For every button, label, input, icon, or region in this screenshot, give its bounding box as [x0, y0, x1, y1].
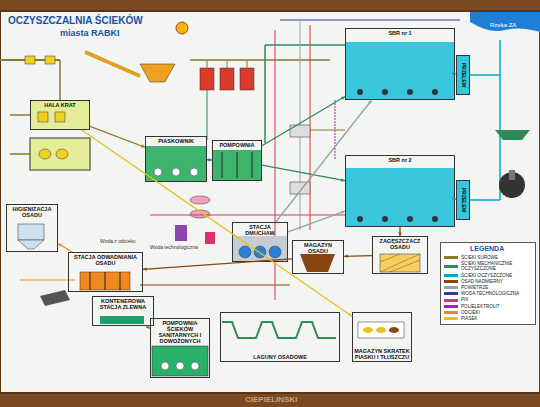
pipe-connector — [82, 130, 352, 316]
pipe-connector — [276, 100, 372, 222]
pipe-line — [288, 211, 345, 232]
node-label: MAGAZYN OSADU — [293, 241, 343, 255]
legend-swatch — [444, 286, 458, 289]
legend-swatch — [444, 292, 458, 295]
node-label: ZAGĘSZCZACZ OSADU — [373, 237, 427, 251]
legend-text: OSAD NADMIERNY — [461, 279, 503, 284]
sbr-reactor: SBR nr 1 — [345, 28, 455, 100]
legend-swatch — [444, 256, 458, 259]
arrow-head — [58, 244, 62, 247]
node-label: MAGAZYN SKRATEK PIASKU I TŁUSZCZU — [353, 347, 411, 361]
overflow-box: PRZELEW — [456, 55, 470, 95]
pipe-connector — [398, 227, 401, 236]
legend-swatch — [444, 265, 458, 268]
legend-swatch — [444, 317, 458, 320]
sludge-lagoons: LAGUNY OSADOWE — [220, 312, 340, 362]
sludge-thickener: ZAGĘSZCZACZ OSADU — [372, 236, 428, 274]
node-label: POMPOWNIA — [218, 141, 255, 149]
grit-chamber: PIASKOWNIK — [145, 136, 207, 182]
pipe-line — [82, 130, 352, 316]
overflow-box: PRZELEW — [456, 180, 470, 220]
legend-swatch — [444, 305, 458, 308]
subtitle: miasta RABKI — [60, 28, 120, 38]
dewatering-station: STACJA ODWADNIANIA OSADU — [68, 252, 143, 292]
legend-text: POWIETRZE — [461, 285, 488, 290]
container-station: KONTENEROWA STACJA ZLEWNA — [92, 296, 154, 326]
pipe-line — [90, 126, 145, 147]
legend-row: OSAD NADMIERNY — [444, 279, 532, 284]
pipe-connector — [143, 259, 292, 271]
node-label: POMPOWNIA ŚCIEKÓW SANITARNYCH I DOWOŻONY… — [151, 319, 209, 345]
legend-swatch — [444, 280, 458, 283]
legend-text: PIX — [461, 297, 468, 302]
blower-station: STACJA DMUCHAW — [232, 222, 288, 262]
legend-row: POWIETRZE — [444, 285, 532, 290]
pipe-line — [262, 97, 345, 146]
legend-title: LEGENDA — [470, 245, 504, 253]
node-label: LAGUNY OSADOWE — [252, 353, 308, 361]
pipe-line — [344, 255, 372, 257]
legend-row: ODCIEKI — [444, 310, 532, 315]
legend-row: PIX — [444, 297, 532, 302]
node-label: PRZELEW — [461, 63, 466, 87]
screen-hall: HALA KRAT — [30, 100, 90, 130]
legend-text: ŚCIEKI MECHANICZNIE OCZYSZCZONE — [461, 261, 532, 271]
pipe-connector — [58, 244, 72, 252]
pipe-line — [143, 259, 292, 270]
screenings-store: MAGAZYN SKRATEK PIASKU I TŁUSZCZU — [352, 312, 412, 362]
sbr-reactor: SBR nr 2 — [345, 155, 455, 227]
node-label: KONTENEROWA STACJA ZLEWNA — [93, 297, 153, 311]
legend-text: PIASEK — [461, 316, 478, 321]
sludge-store: MAGAZYN OSADU — [292, 240, 344, 274]
pump-station: POMPOWNIA — [212, 140, 262, 181]
arrow-head — [344, 255, 348, 258]
pipe-line — [276, 100, 372, 222]
legend-text: ŚCIEKI SUROWE — [461, 255, 498, 260]
legend-row: PIASEK — [444, 316, 532, 321]
legend-text: ŚCIEKI OCZYSZCZONE — [461, 273, 512, 278]
node-label: HALA KRAT — [43, 101, 76, 109]
pipe-line — [262, 165, 345, 181]
node-label: STACJA DMUCHAW — [233, 223, 287, 237]
pipe-connector — [90, 126, 145, 147]
legend-row: POLIELEKTROLIT — [444, 304, 532, 309]
node-label: PRZELEW — [461, 188, 466, 212]
river-name: Rzeka ZA — [490, 22, 516, 29]
sanitary-pump-station: POMPOWNIA ŚCIEKÓW SANITARNYCH I DOWOŻONY… — [150, 318, 210, 378]
legend-swatch — [444, 299, 458, 302]
legend-box: ŚCIEKI SUROWEŚCIEKI MECHANICZNIE OCZYSZC… — [440, 242, 536, 325]
watermark: CIEPIELINSKI — [245, 395, 297, 404]
arrow-head — [368, 100, 372, 104]
pipe-connector — [262, 165, 345, 182]
pipe-connector — [288, 211, 345, 232]
node-label: SBR nr 1 — [387, 29, 412, 37]
legend-text: POLIELEKTROLIT — [461, 304, 500, 309]
pipe-line — [58, 244, 72, 252]
legend-swatch — [444, 274, 458, 277]
pipe-line — [399, 227, 400, 236]
node-label: STACJA ODWADNIANIA OSADU — [69, 253, 142, 267]
legend-row: ŚCIEKI SUROWE — [444, 255, 532, 260]
node-label: PIASKOWNIK — [157, 137, 195, 145]
legend-swatch — [444, 311, 458, 314]
legend-text: ODCIEKI — [461, 310, 480, 315]
legend-row: ŚCIEKI MECHANICZNIE OCZYSZCZONE — [444, 261, 532, 271]
pipe-note: Woda z odcieku — [100, 238, 135, 244]
legend-row: WODA TECHNOLOGICZNA — [444, 291, 532, 296]
diagram-title: OCZYSZCZALNIA ŚCIEKÓW — [8, 15, 143, 26]
legend-text: WODA TECHNOLOGICZNA — [461, 291, 519, 296]
pipe-connector — [262, 97, 345, 146]
node-label: HIGIENIZACJA OSADU — [7, 205, 57, 219]
sludge-hygienisation: HIGIENIZACJA OSADU — [6, 204, 58, 252]
legend-row: ŚCIEKI OCZYSZCZONE — [444, 273, 532, 278]
pipe-connector — [344, 255, 372, 258]
node-label: SBR nr 2 — [387, 156, 412, 164]
arrow-head — [143, 267, 147, 270]
pipe-note: Woda technologiczna — [150, 244, 198, 250]
